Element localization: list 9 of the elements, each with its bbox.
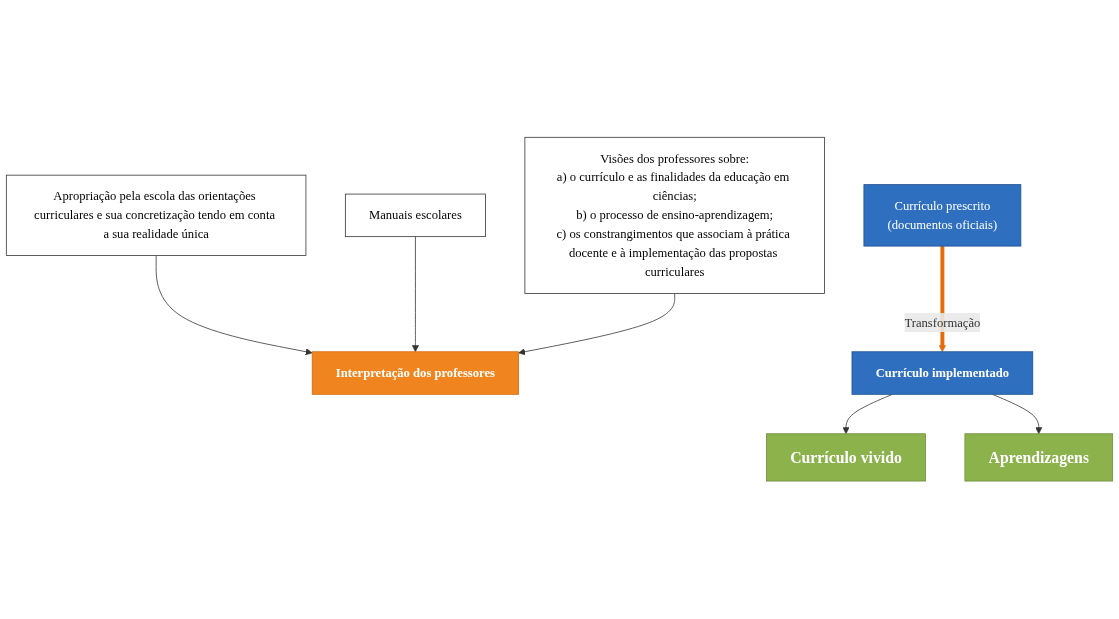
node-box: Currículo prescrito (documentos oficiais) [863,184,1022,247]
edge-label: Transformação [904,315,981,330]
node-box: Visões dos professores sobre: a) o currículo e as finalidades da educação em ciências; b) o processo de ensino-aprendizagem; c) os constrangimentos que associam à prática docente e à implementação das propostas curriculares [524,137,825,295]
node-box: Manuais escolares [344,194,486,238]
node-box: Apropriação pela escola das orientações curriculares e sua concretização tendo em conta a sua realidade única [5,175,307,257]
node-box: Currículo vivido [766,433,926,482]
node-box: Interpretação dos professores [311,351,519,396]
node-box: Currículo implementado [851,351,1034,396]
node-box: Aprendizagens [964,433,1114,482]
